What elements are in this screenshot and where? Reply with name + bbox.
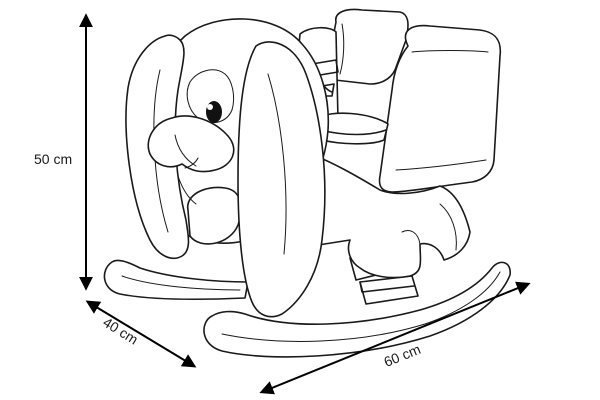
bunny-eye — [206, 101, 222, 123]
bunny-body — [287, 149, 471, 279]
depth-label: 40 cm — [100, 314, 141, 348]
front-rocker — [103, 259, 249, 300]
bunny-snout — [147, 115, 235, 205]
dimension-width-arrow — [259, 281, 531, 395]
dimension-depth-arrow — [85, 300, 197, 368]
height-label: 50 cm — [34, 151, 72, 167]
side-panel — [378, 24, 502, 193]
